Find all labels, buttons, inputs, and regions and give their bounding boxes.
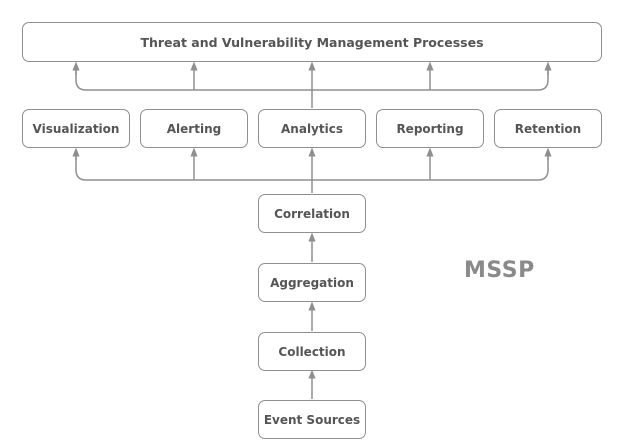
visualization-box: Visualization — [22, 109, 130, 148]
alerting-box: Alerting — [140, 109, 248, 148]
mssp-label: MSSP — [464, 258, 535, 283]
threat-vuln-management-box: Threat and Vulnerability Management Proc… — [22, 22, 602, 62]
aggregation-box: Aggregation — [258, 263, 366, 302]
collection-box: Collection — [258, 332, 366, 371]
retention-box: Retention — [494, 109, 602, 148]
event-sources-box: Event Sources — [258, 400, 366, 439]
correlation-box: Correlation — [258, 194, 366, 233]
analytics-box: Analytics — [258, 109, 366, 148]
reporting-box: Reporting — [376, 109, 484, 148]
